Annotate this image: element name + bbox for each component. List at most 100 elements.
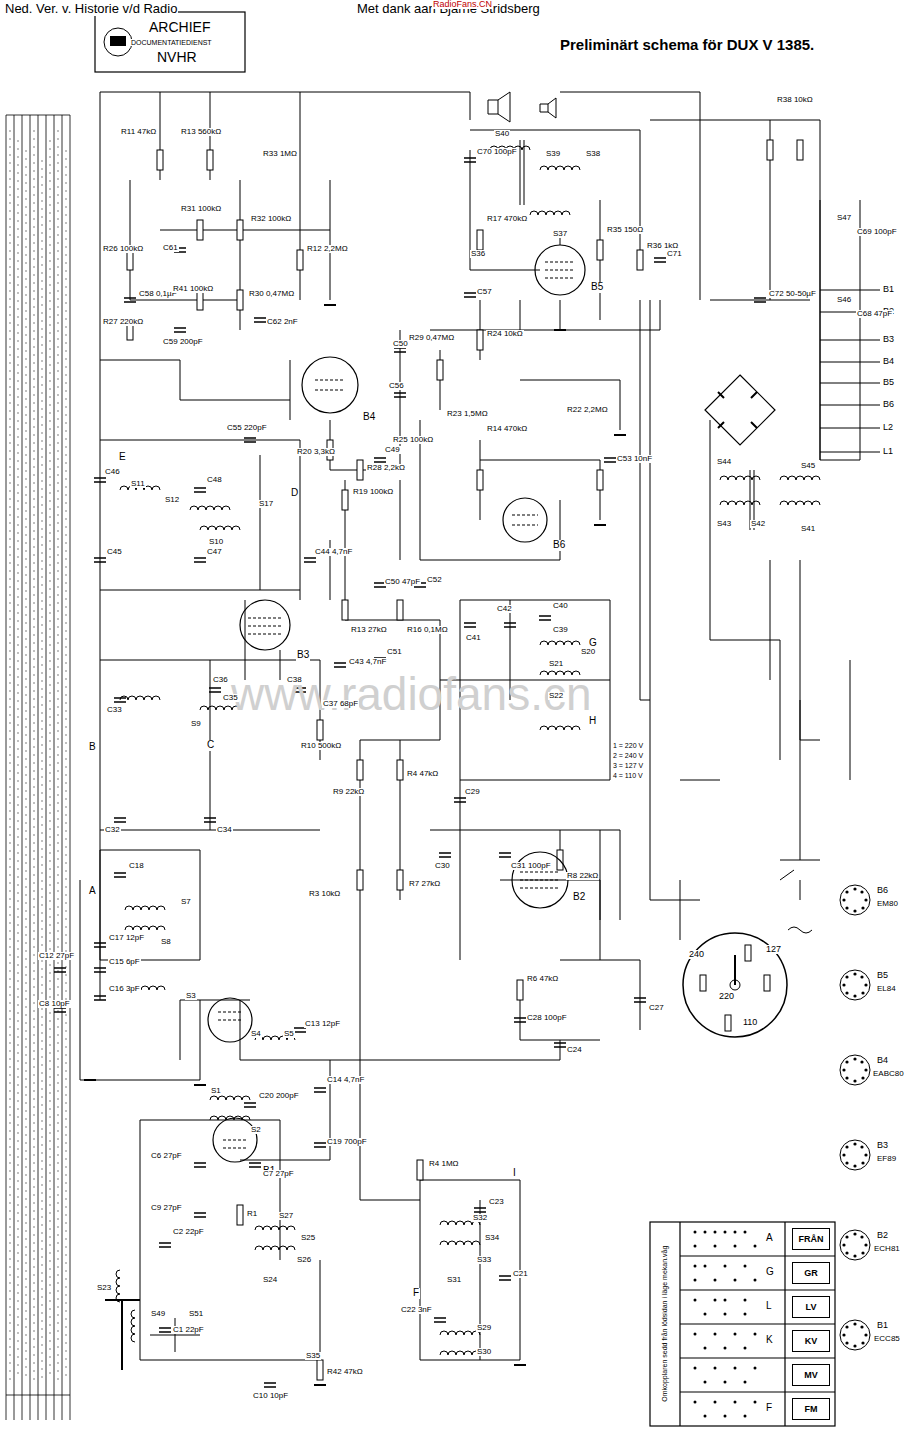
component-label: Ned. Ver. v. Historie v/d Radio [4,2,178,16]
component-label: G [588,638,598,649]
component-label: S23 [96,1284,112,1292]
component-label: C43 4,7nF [348,658,387,666]
component-label: R33 1MΩ [262,150,298,158]
component-label: S45 [800,462,816,470]
component-label: R10 500kΩ [300,742,342,750]
component-label: S35 [305,1352,321,1360]
component-label: B6 [876,886,889,895]
component-label: S32 [472,1214,488,1222]
button-text: MV [804,1370,818,1380]
component-label: S41 [800,525,816,533]
component-label: B2 [876,1231,889,1240]
component-label: B6 [552,540,566,551]
component-label: K [765,1335,774,1346]
component-label: R19 100kΩ [352,488,394,496]
component-label: C55 220pF [226,424,268,432]
component-label: EL84 [876,985,897,993]
component-label: www.radiofans.cn [230,670,593,718]
component-label: S29 [476,1324,492,1332]
button-text: FRÅN [799,1234,824,1244]
component-label: 1 = 220 V [612,742,644,749]
component-label: C21 [512,1270,529,1278]
component-label: S34 [484,1234,500,1242]
component-label: C29 [464,788,481,796]
component-label: S39 [545,150,561,158]
component-label: C23 [488,1198,505,1206]
component-label: R20 3,3kΩ [296,448,336,456]
component-label: S2 [250,1126,262,1134]
component-label: C12 27pF [38,952,75,960]
component-label: R41 100kΩ [172,285,214,293]
component-label: C15 6pF [108,958,141,966]
component-label: S3 [185,992,197,1000]
component-label: 2 = 240 V [612,752,644,759]
component-label: C14 4,7nF [326,1076,365,1084]
component-label: R7 27kΩ [408,880,441,888]
component-label: C70 100pF [476,148,518,156]
component-label: C59 200pF [162,338,204,346]
component-label: R9 22kΩ [332,788,365,796]
component-label: C71 [666,250,683,258]
component-label: R4 1MΩ [428,1160,460,1168]
component-label: B6 [882,400,895,409]
component-label: R27 220kΩ [102,318,144,326]
component-label: C69 100pF [856,228,898,236]
switch-button: MV [792,1364,830,1386]
component-label: R8 22kΩ [566,872,599,880]
component-label: C42 [496,605,513,613]
component-label: C32 [104,826,121,834]
component-label: EF89 [876,1155,897,1163]
component-label: S9 [190,720,202,728]
component-label: R14 470kΩ [486,425,528,433]
component-label: S10 [208,538,224,546]
switch-button: KV [792,1330,830,1352]
component-label: R42 47kΩ [326,1368,364,1376]
component-label: 220 [718,992,735,1001]
component-label: C17 12pF [108,934,145,942]
component-label: S46 [836,296,852,304]
component-label: S5 [283,1030,295,1038]
component-label: C68 47pF [856,310,893,318]
component-label: C20 200pF [258,1092,300,1100]
component-label: S40 [494,130,510,138]
component-label: G [765,1267,775,1278]
component-label: R13 27kΩ [350,626,388,634]
component-label: E [118,452,127,463]
component-label: B3 [882,335,895,344]
component-label: S47 [836,214,852,222]
component-label: B5 [590,282,604,293]
component-label: 127 [765,945,782,954]
component-label: R3 10kΩ [308,890,341,898]
component-label: R32 100kΩ [250,215,292,223]
component-label: L [765,1301,773,1312]
component-label: S12 [164,496,180,504]
component-label: C50 [392,340,409,348]
component-label: C34 [216,826,233,834]
component-label: C1 22pF [172,1326,205,1334]
component-label: R1 [246,1210,258,1218]
component-label: C45 [106,548,123,556]
component-label: R12 2,2MΩ [306,245,349,253]
component-label: RadioFans.CN [432,0,493,9]
note: Omkopplaren sedd från lödsidan i läge me… [661,1245,668,1403]
component-label: C56 [388,382,405,390]
component-label: B3 [296,650,310,661]
component-label: C16 3pF [108,985,141,993]
component-label: DOCUMENTATIEDIENST [130,39,213,46]
switch-button: FRÅN [792,1228,830,1250]
component-label: S11 [130,480,146,488]
component-label: S21 [548,660,564,668]
component-label: B4 [362,412,376,423]
component-label: C62 2nF [266,318,299,326]
component-label: 3 = 127 V [612,762,644,769]
button-text: FM [805,1404,818,1414]
component-label: F [765,1403,773,1414]
component-label: C50 47pF [384,578,421,586]
switch-button: FM [792,1398,830,1420]
component-label: R22 2,2MΩ [566,406,609,414]
component-label: R35 150Ω [606,226,644,234]
component-label: C61 [162,244,179,252]
component-label: S30 [476,1348,492,1356]
component-label: ECC85 [873,1335,901,1343]
